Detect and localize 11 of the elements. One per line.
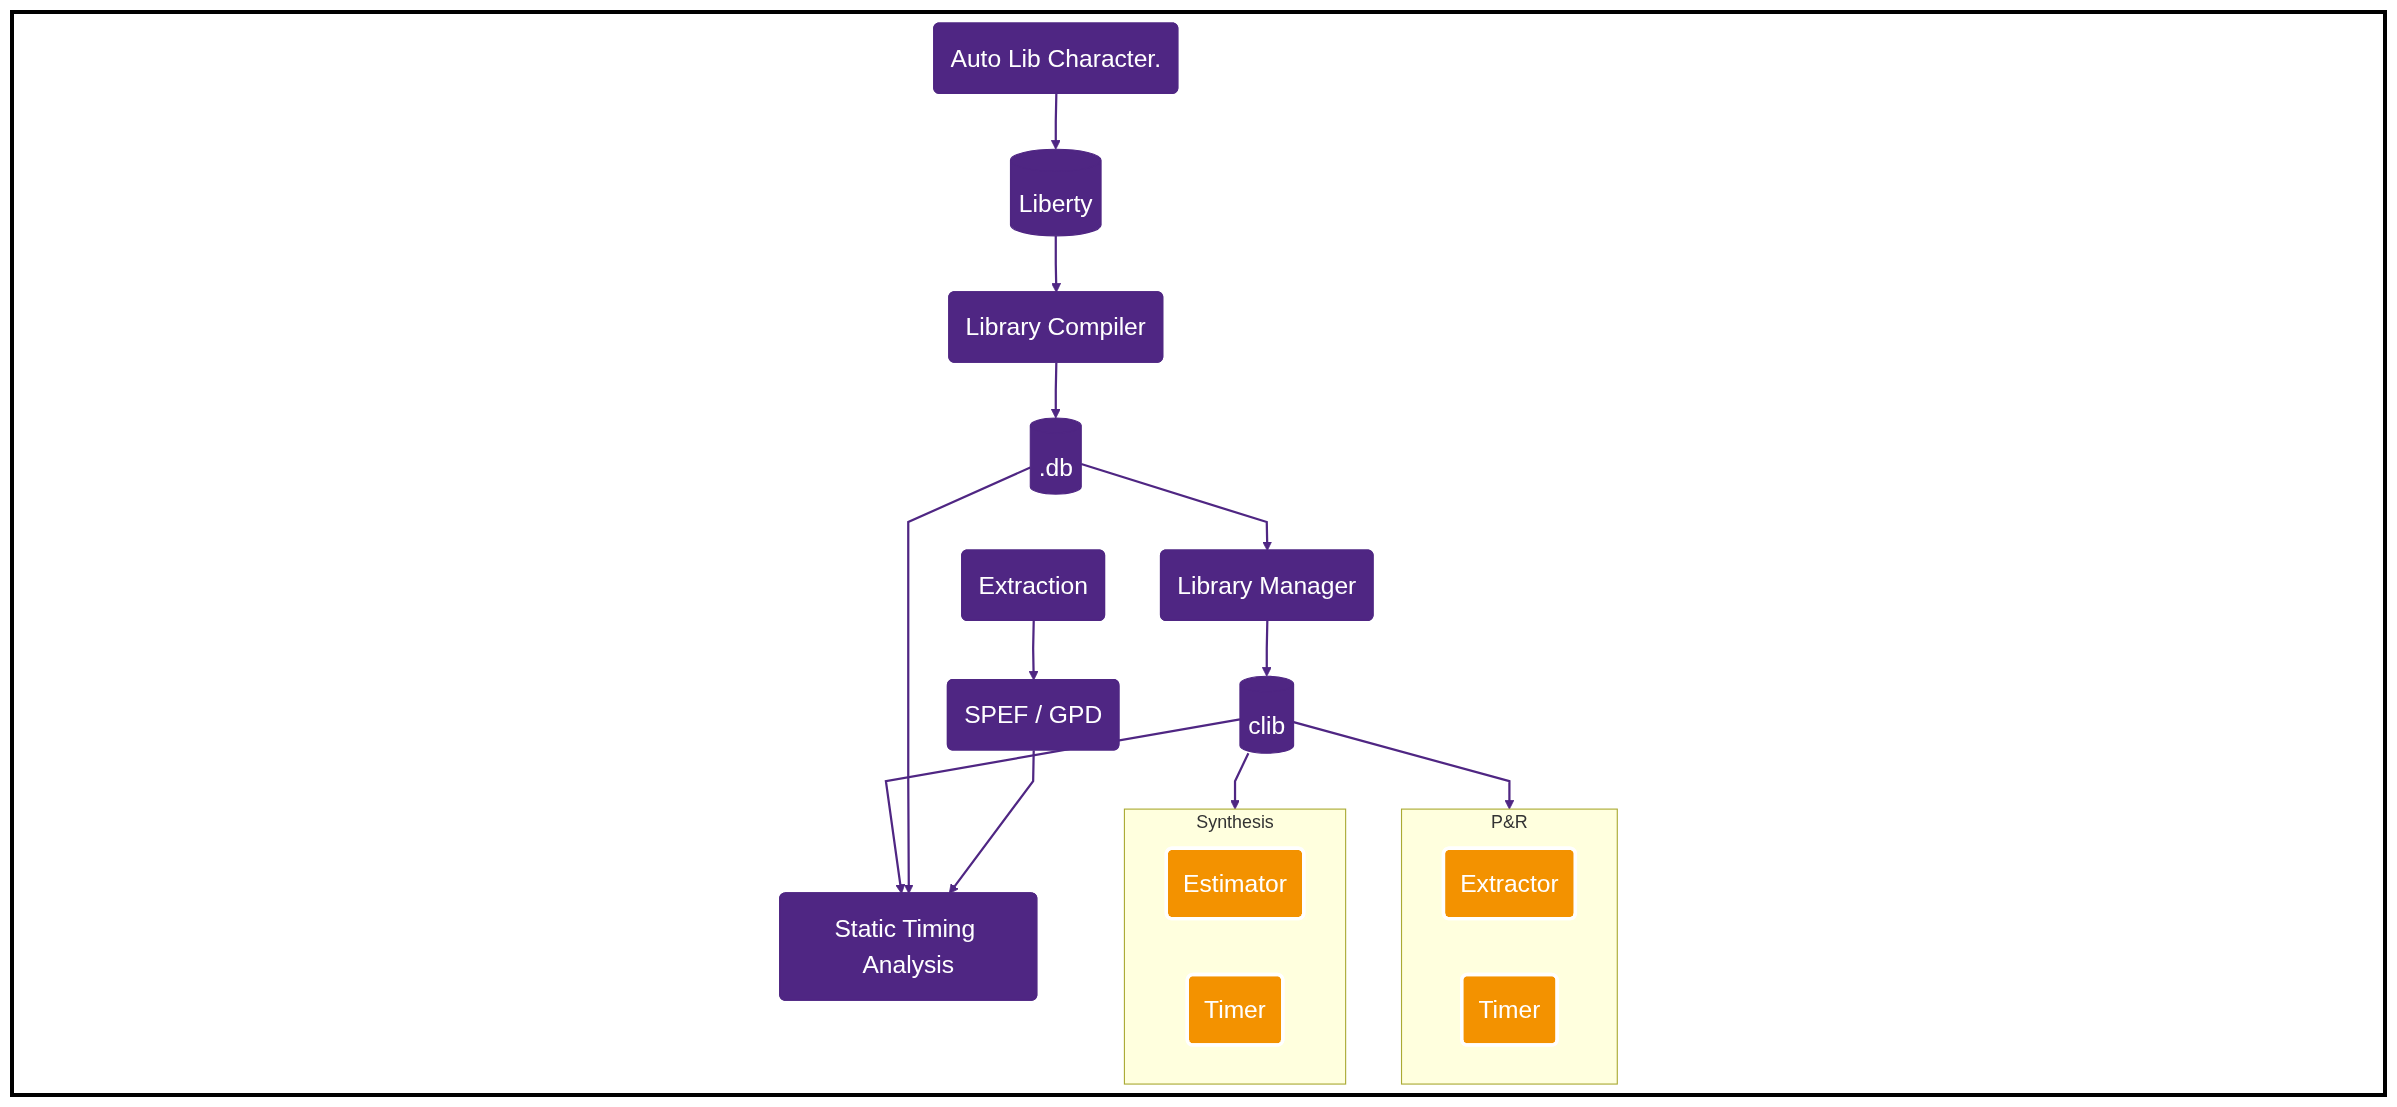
arrow bbox=[948, 750, 1035, 894]
arrow bbox=[1050, 93, 1061, 150]
arrow bbox=[1050, 362, 1061, 419]
arrow bbox=[1230, 752, 1250, 810]
arrow bbox=[1080, 463, 1273, 551]
arrow bbox=[1261, 620, 1272, 677]
arrow bbox=[1051, 235, 1062, 293]
arrow bbox=[1293, 721, 1515, 810]
arrow bbox=[1028, 620, 1039, 681]
arrow bbox=[903, 466, 1031, 894]
arrow bbox=[884, 718, 1241, 894]
